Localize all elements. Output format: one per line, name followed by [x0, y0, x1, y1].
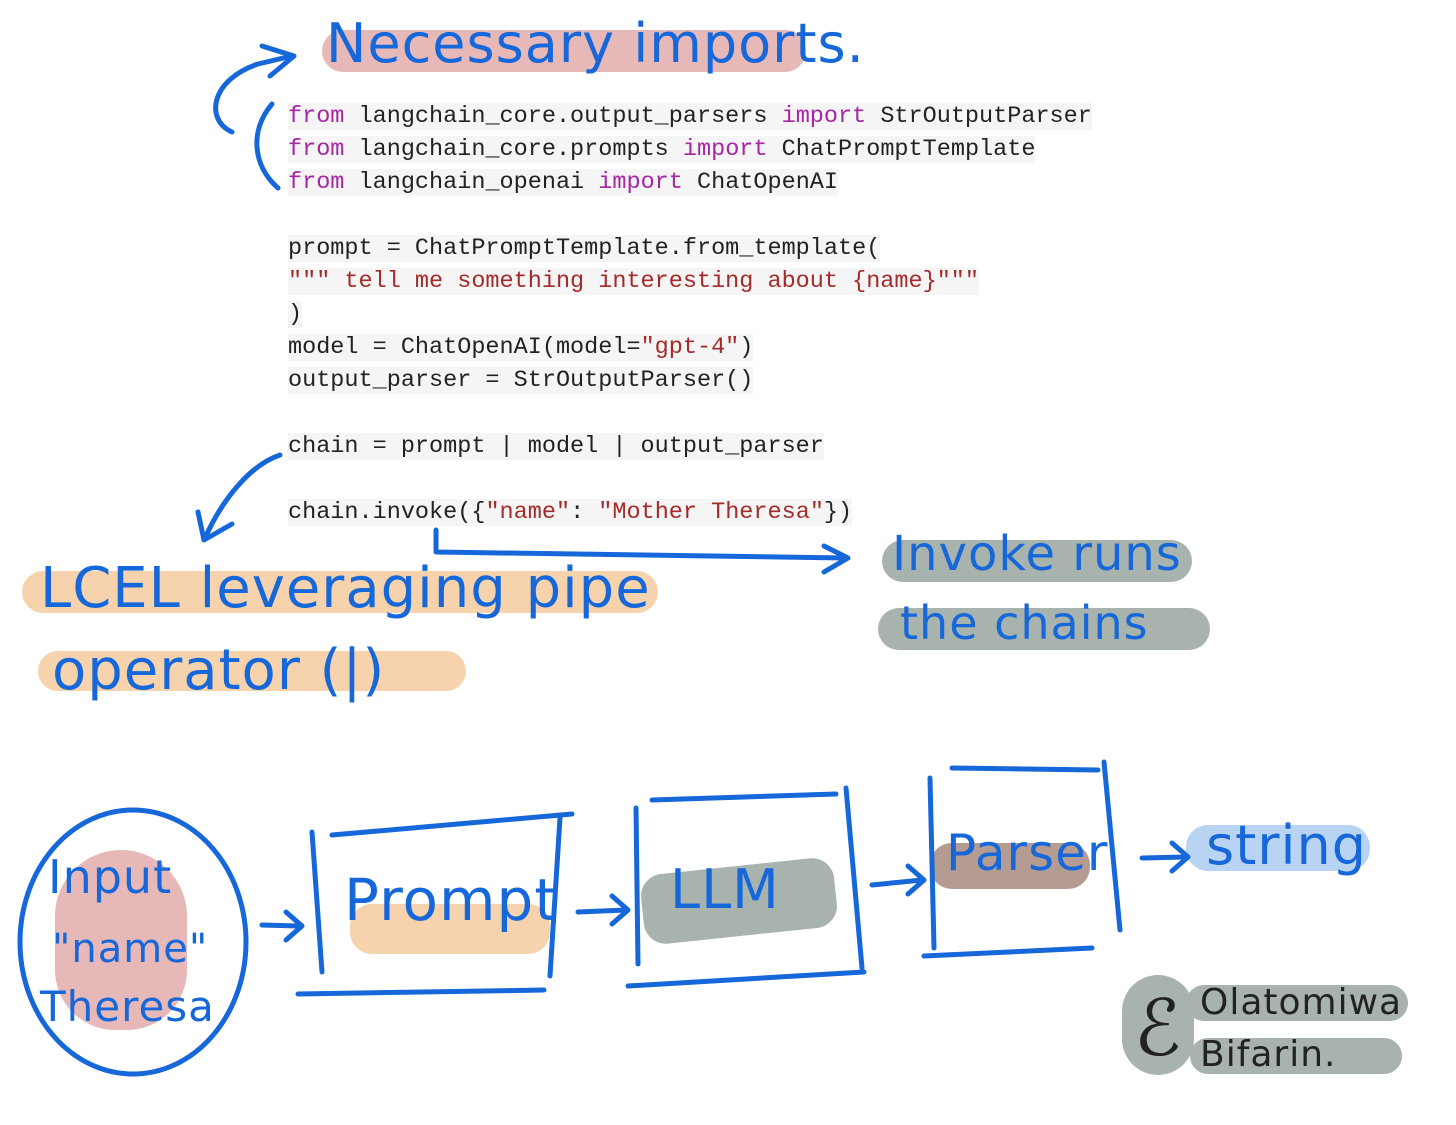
llm-node-label: LLM — [670, 858, 780, 921]
imports-arrow — [213, 53, 295, 135]
arrow-llm-parser — [869, 877, 925, 888]
string-highlight — [1186, 825, 1370, 871]
parser-box — [921, 759, 1123, 959]
imports-annotation: Necessary imports. — [326, 12, 865, 75]
signature-highlight-1 — [1186, 985, 1408, 1021]
arrow-llm-parser-head — [905, 863, 927, 897]
arrow-input-prompt — [259, 922, 301, 929]
invoke-arrow-head — [821, 543, 851, 575]
input-blob — [55, 850, 187, 1030]
code-line-9: chain = prompt | model | output_parser — [288, 433, 824, 460]
imports-highlight — [322, 30, 806, 72]
code-line-8: output_parser = StrOutputParser() — [288, 367, 754, 394]
lcel-highlight-1 — [22, 571, 658, 613]
signature-line2: Bifarin. — [1200, 1034, 1337, 1075]
code-line-1: from langchain_core.output_parsers impor… — [288, 103, 1092, 130]
code-line-5: """ tell me something interesting about … — [288, 268, 980, 295]
lcel-annotation-line1: LCEL leveraging pipe — [40, 556, 651, 621]
input-label-line3: Theresa — [40, 982, 215, 1031]
arrow-input-prompt-head — [283, 909, 305, 943]
arrow-parser-string — [1139, 854, 1189, 861]
prompt-box — [295, 811, 575, 997]
lcel-annotation-line2: operator (|) — [52, 638, 386, 703]
code-line-10: chain.invoke({"name": "Mother Theresa"}) — [288, 499, 853, 526]
invoke-arrow — [433, 527, 849, 561]
arrow-prompt-llm — [575, 907, 629, 915]
output-string-label: string — [1206, 814, 1368, 877]
llm-box — [625, 785, 867, 989]
signature-mark-blob — [1122, 975, 1194, 1075]
arrow-parser-string-head — [1169, 840, 1191, 874]
code-line-2: from langchain_core.prompts import ChatP… — [288, 136, 1036, 163]
invoke-annotation-line1: Invoke runs — [892, 526, 1182, 582]
code-line-4: prompt = ChatPromptTemplate.from_templat… — [288, 235, 881, 262]
input-circle — [17, 807, 249, 1077]
input-label-line2: "name" — [52, 926, 209, 972]
code-line-3: from langchain_openai import ChatOpenAI — [288, 169, 839, 196]
arrow-prompt-llm-head — [609, 893, 631, 927]
invoke-highlight-2 — [878, 608, 1210, 650]
signature-highlight-2 — [1190, 1038, 1402, 1074]
code-listing: from langchain_core.output_parsers impor… — [288, 100, 1092, 529]
signature-mark: ℰ — [1134, 984, 1183, 1074]
code-line-7: model = ChatOpenAI(model="gpt-4") — [288, 334, 754, 361]
code-line-6: ) — [288, 301, 303, 328]
lcel-arrow — [202, 452, 283, 541]
parser-node-label: Parser — [946, 824, 1109, 882]
parser-highlight — [930, 843, 1090, 889]
prompt-node-label: Prompt — [344, 866, 559, 934]
lcel-highlight-2 — [38, 651, 466, 691]
prompt-highlight — [350, 904, 550, 954]
input-label-line1: Input — [48, 850, 173, 904]
lcel-arrow-head — [195, 509, 235, 543]
invoke-highlight-1 — [882, 540, 1192, 582]
invoke-annotation-line2: the chains — [900, 596, 1149, 650]
imports-bracket — [254, 101, 281, 191]
signature-line1: Olatomiwa — [1200, 982, 1403, 1023]
imports-arrow-head — [259, 43, 297, 79]
